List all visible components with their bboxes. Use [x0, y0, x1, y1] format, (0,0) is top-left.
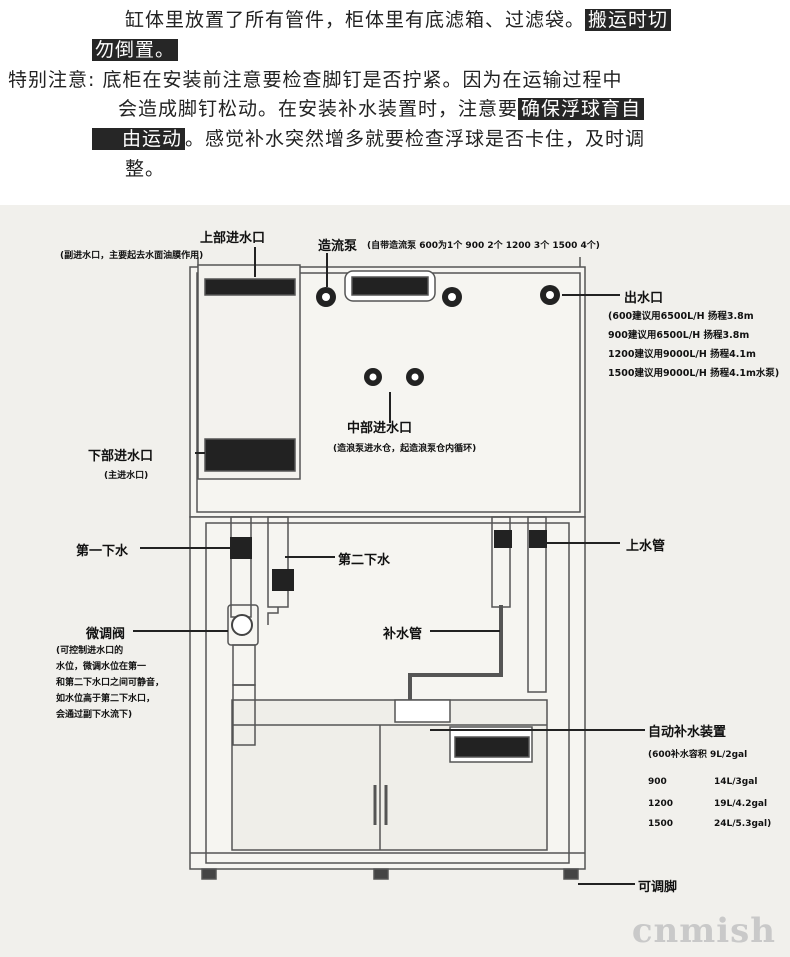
refill-size-900: 900 — [648, 777, 667, 787]
watermark: cnmish — [631, 911, 776, 951]
aquarium-diagram: 上部进水口 (副进水口，主要起去水面油膜作用) 造流泵 (自带造流泵 600为1… — [0, 205, 790, 957]
sump — [231, 699, 548, 851]
first-drain-label: 第一下水 — [76, 544, 129, 559]
lower-inlet-note: (主进水口) — [104, 471, 149, 481]
refill-volume-900: 14L/3gal — [714, 777, 758, 787]
adjustable-foot-label: 可调脚 — [638, 880, 678, 895]
upper-inlet-label: 上部进水口 — [200, 231, 266, 246]
lower-inlet-grille — [204, 438, 296, 472]
outlet-note-1: (600建议用6500L/H 扬程3.8m — [608, 311, 754, 322]
wave-pump-note: (自带造流泵 600为1个 900 2个 1200 3个 1500 4个) — [367, 241, 600, 251]
middle-inlet-note: (造浪泵进水仓，起造浪泵仓内循环) — [333, 444, 477, 454]
intro-line-4: 会造成脚钉松动。在安装补水装置时，注意要确保浮球育自 — [118, 97, 645, 121]
intro-line-3: 特别注意: 底柜在安装前注意要检查脚钉是否拧紧。因为在运输过程中 — [8, 69, 623, 91]
fine-valve-note-1: (可控制进水口的 — [56, 646, 124, 656]
intro-line-1-text: 缸体里放置了所有管件，柜体里有底滤箱、过滤袋。 — [125, 9, 586, 31]
intro-line-6: 整。 — [125, 158, 166, 180]
fine-valve-label: 微调阀 — [86, 627, 126, 642]
intro-line-2: 勿倒置。 — [92, 38, 179, 62]
refill-volume-1200: 19L/4.2gal — [714, 799, 768, 809]
intro-highlight-1: 搬运时切 — [585, 9, 672, 31]
fine-valve-note-3: 和第二下水口之间可静音， — [56, 678, 165, 688]
second-drain-label: 第二下水 — [338, 553, 391, 568]
refill-volume-1500: 24L/5.3gal) — [714, 819, 772, 829]
intro-line-4-text: 会造成脚钉松动。在安装补水装置时，注意要 — [118, 98, 519, 120]
intro-line-5: 由运动。感觉补水突然增多就要检查浮球是否卡住，及时调 — [92, 127, 645, 151]
auto-refill-note: (600补水容积 9L/2gal — [648, 750, 748, 760]
fine-valve-note-2: 水位，微调水位在第一 — [56, 662, 147, 672]
intro-line-5-text: 。感觉补水突然增多就要检查浮球是否卡住，及时调 — [185, 128, 646, 150]
middle-inlet-label: 中部进水口 — [347, 421, 413, 436]
upper-pipe-label: 上水管 — [626, 539, 666, 554]
intro-line-1: 缸体里放置了所有管件，柜体里有底滤箱、过滤袋。搬运时切 — [125, 8, 672, 32]
instruction-text-block: 缸体里放置了所有管件，柜体里有底滤箱、过滤袋。搬运时切 勿倒置。 特别注意: 底… — [0, 0, 790, 205]
upper-inlet-note: (副进水口，主要起去水面油膜作用) — [60, 251, 204, 261]
refill-pipe-label: 补水管 — [383, 627, 423, 642]
outlet-note-4: 1500建议用9000L/H 扬程4.1m水泵) — [608, 368, 780, 379]
intro-highlight-2: 勿倒置。 — [92, 39, 179, 61]
cabinet-inner — [205, 522, 570, 864]
auto-refill-label: 自动补水装置 — [648, 725, 727, 740]
fine-valve-note-4: 如水位高于第二下水口， — [56, 694, 156, 704]
outlet-note-2: 900建议用6500L/H 扬程3.8m — [608, 330, 750, 341]
intro-highlight-4: 由运动 — [92, 128, 186, 150]
outlet-note-3: 1200建议用9000L/H 扬程4.1m — [608, 349, 756, 360]
refill-size-1200: 1200 — [648, 799, 674, 809]
intro-highlight-3: 确保浮球育自 — [518, 98, 645, 120]
aquarium-drawing — [133, 247, 645, 885]
refill-size-1500: 1500 — [648, 819, 674, 829]
lower-inlet-label: 下部进水口 — [88, 449, 154, 464]
fine-valve-note-5: 会通过副下水流下) — [56, 710, 133, 720]
outlet-label: 出水口 — [624, 291, 664, 306]
upper-inlet-grille — [204, 278, 296, 296]
wave-pump-label: 造流泵 — [318, 239, 358, 254]
